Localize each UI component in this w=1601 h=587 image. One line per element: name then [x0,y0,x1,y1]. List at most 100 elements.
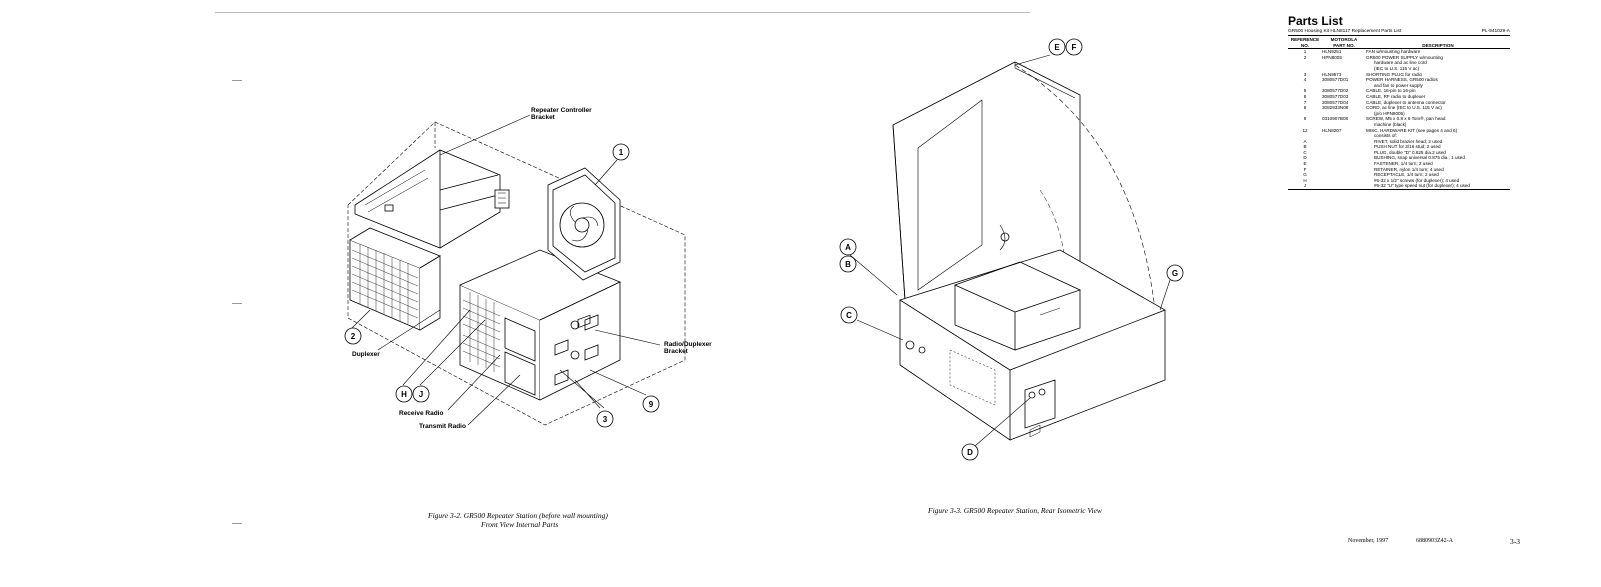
figure-3-2-caption-line1: Figure 3-2. GR500 Repeater Station (befo… [428,511,608,520]
description-line: CABLE, 16-pin to 16-pin [1366,88,1416,94]
cell-description: MISC. HARDWARE KIT (see pages 4 and 6)co… [1366,128,1510,139]
cell-description: CABLE, duplexer to antenna connector [1366,100,1510,106]
cell-part-number: 0310907B08 [1322,116,1349,122]
cell-part-number: 3080577D04 [1322,99,1349,105]
footer-date: November, 1997 [1348,538,1389,544]
cell-reference: 4 [1303,77,1307,83]
table-row: H #6-32 x 1/2" screws (for duplexer); 4 u… [1288,178,1510,184]
parts-table-header: REFERENCE NO. MOTOROLA PART NO. DESCRIPT… [1288,36,1510,50]
cell-reference: 2 [1303,54,1307,60]
cell-reference: G [1303,172,1307,178]
table-row: 6 3080577D03 CABLE, RF radio to duplexer [1288,94,1510,100]
parts-list-subtitle: GR500 Housing Kit HLN8117 Replacement Pa… [1288,29,1402,34]
cell-part-number: HLN8207 [1322,127,1342,133]
parts-list-doc-number: PL-941029-A [1481,29,1510,34]
callout-c: C [846,311,852,320]
cell-reference: E [1303,161,1307,167]
description-line: BUSHING, snap universal 0.875 dia.; 1 us… [1374,155,1465,161]
cell-reference: 1 [1303,49,1307,55]
description-line: RIVET, solid brazier head; 2 used [1374,138,1443,144]
parts-list-title: Parts List [1288,14,1343,28]
callout-a: A [845,243,851,252]
parts-table: REFERENCE NO. MOTOROLA PART NO. DESCRIPT… [1288,36,1510,191]
description-line: and fan to power supply [1374,82,1423,88]
parts-list: Parts List GR500 Housing Kit HLN8117 Rep… [1288,14,1510,191]
callout-1: 1 [619,148,624,157]
description-line: PUSH NUT for 3/16 stud; 2 used [1374,144,1441,150]
label-receive-radio: Receive Radio [399,410,443,417]
table-row: D BUSHING, snap universal 0.875 dia.; 1 u… [1288,155,1510,161]
cell-description: RECEPTACLE, 1/4 turn; 2 used [1366,172,1510,178]
label-repeater-controller: Repeater Controller [531,107,592,114]
description-line: (IEC to U.S. 115 V ac) [1374,65,1420,71]
description-line: machine (black) [1374,121,1407,127]
cell-description: CABLE, RF radio to duplexer [1366,94,1510,100]
parts-list-subtitle-row: GR500 Housing Kit HLN8117 Replacement Pa… [1288,28,1510,36]
cell-description: PUSH NUT for 3/16 stud; 2 used [1366,144,1510,150]
description-line: #6-32 "U" type speed nut (for duplexer);… [1374,183,1470,189]
table-row: B PUSH NUT for 3/16 stud; 2 used [1288,144,1510,150]
callout-g: G [1172,269,1178,278]
table-row: G RECEPTACLE, 1/4 turn; 2 used [1288,172,1510,178]
binding-tick-mark [232,523,242,524]
callout-9: 9 [649,400,654,409]
cell-reference: 9 [1303,116,1307,122]
cell-reference: 5 [1303,88,1307,94]
cell-description: RIVET, solid brazier head; 2 used [1366,139,1510,145]
description-line: POWER HARNESS, GR500 radios [1366,77,1438,83]
description-line: RETAINER, nylon 1/4 turn; 4 used [1374,166,1444,172]
cell-reference: 12 [1302,127,1308,133]
cell-reference: H [1303,177,1307,183]
cell-part-number [1322,183,1366,191]
cell-reference: 8 [1303,105,1307,111]
cell-part-number: HLN9573 [1322,71,1342,77]
binding-tick-mark [232,80,242,81]
footer-doc-id: 6880903Z42-A [1416,538,1453,544]
cell-description: CORD, ac line (IEC to U.S. 115 V ac)(p/o… [1366,105,1510,116]
header-part-number: MOTOROLA PART NO. [1322,36,1366,50]
cell-part-number: HLN9251 [1322,49,1342,55]
figure-3-3-caption: Figure 3-3. GR500 Repeater Station, Rear… [928,506,1102,515]
callout-e: E [1054,43,1060,52]
cell-description: CABLE, 16-pin to 16-pin [1366,88,1510,94]
cell-description: SHORTING PLUG for radio [1366,72,1510,78]
callout-3: 3 [603,415,608,424]
callout-2: 2 [351,332,356,341]
cell-reference: 6 [1303,93,1307,99]
cell-part-number: 3080577D03 [1322,93,1349,99]
description-line: #6-32 x 1/2" screws (for duplexer); 4 us… [1374,177,1460,183]
label-transmit-radio: Transmit Radio [419,423,466,430]
table-row: 9 0310907B08 SCREW, M5 x 0.8 x 8 Torx®, pa… [1288,116,1510,127]
cell-description: FASTENER, 1/4 turn; 2 used [1366,161,1510,167]
label-duplexer: Duplexer [352,351,380,358]
cell-part-number: 3082933N08 [1322,105,1349,111]
description-line: SHORTING PLUG for radio [1366,71,1423,77]
cell-description: #6-32 x 1/2" screws (for duplexer); 4 us… [1366,178,1510,184]
cell-part-number: 3080577D01 [1322,77,1349,83]
description-line: (p/o HPN8005) [1374,110,1405,116]
callout-b: B [845,260,851,269]
cell-reference: B [1303,144,1307,150]
table-row: 12 HLN8207 MISC. HARDWARE KIT (see pages 4… [1288,128,1510,139]
description-line: CABLE, duplexer to antenna connector [1366,99,1446,105]
description-line: GR500 POWER SUPPLY w/mounting [1366,54,1443,60]
cell-reference: D [1303,155,1307,161]
cell-reference: J [1288,183,1322,191]
label-bracket: Bracket [664,348,689,355]
figure-3-2-caption-line2: Front View Internal Parts [481,520,559,529]
label-bracket: Bracket [531,114,556,121]
cell-description: #6-32 "U" type speed nut (for duplexer);… [1366,183,1510,191]
table-row: 8 3082933N08 CORD, ac line (IEC to U.S. 11… [1288,105,1510,116]
label-radio-duplexer: Radio/Duplexer [664,341,712,348]
description-line: FASTENER, 1/4 turn; 2 used [1374,161,1433,167]
